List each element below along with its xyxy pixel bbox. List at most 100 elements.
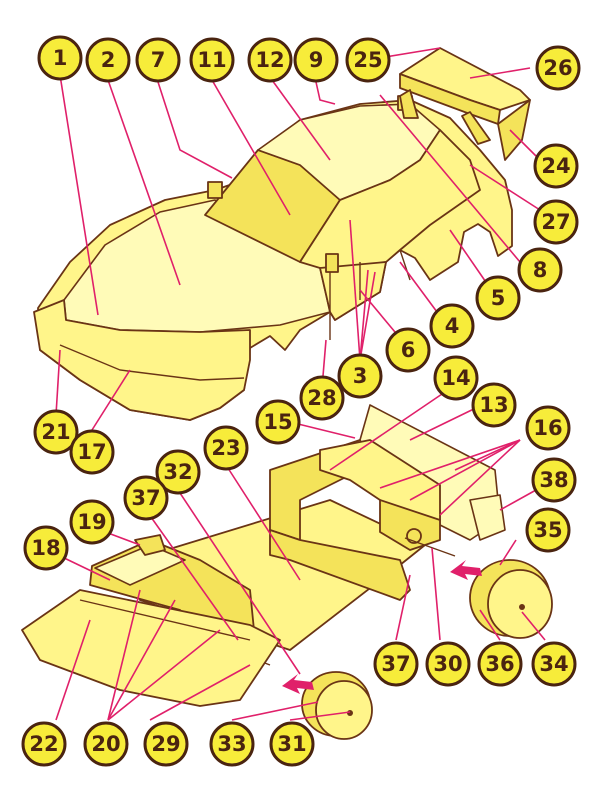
part-number-badge: 6 [385, 327, 431, 373]
badge-circle [33, 409, 79, 455]
rear-wheel [469, 559, 553, 639]
badge-circle [37, 35, 83, 81]
assembly-arrow [450, 560, 482, 580]
badge-number: 2 [101, 48, 116, 72]
part-number-badge: 4 [429, 303, 475, 349]
badge-number: 28 [307, 386, 336, 410]
badge-circle [299, 375, 345, 421]
badge-circle [475, 275, 521, 321]
badge-number: 33 [217, 732, 246, 756]
badge-circle [531, 457, 577, 503]
part-number-badge: 5 [475, 275, 521, 321]
badge-number: 35 [533, 518, 562, 542]
leader-lines [55, 47, 546, 721]
badge-number: 19 [77, 510, 106, 534]
badge-number: 29 [151, 732, 180, 756]
body-tab [325, 253, 339, 273]
part-number-badge: 1 [37, 35, 83, 81]
badge-number: 9 [309, 48, 324, 72]
badge-circle [345, 37, 391, 83]
badge-number: 5 [491, 286, 506, 310]
badge-circle [425, 641, 471, 687]
badge-number: 22 [29, 732, 58, 756]
part-number-badge: 38 [531, 457, 577, 503]
part-number-badge: 33 [209, 721, 255, 767]
badge-number: 15 [263, 410, 292, 434]
front-bumper [33, 299, 251, 421]
badge-circle [525, 405, 571, 451]
badge-number: 38 [539, 468, 568, 492]
badge-circle [203, 425, 249, 471]
part-number-badge: 2 [85, 37, 131, 83]
part-number-badge: 15 [255, 399, 301, 445]
badge-circle [517, 247, 563, 293]
badge-circle [337, 353, 383, 399]
badge-number: 3 [353, 364, 368, 388]
axle-mount [469, 494, 506, 541]
part-number-badge: 18 [23, 525, 69, 571]
part-number-badge: 7 [135, 37, 181, 83]
part-number-badge: 16 [525, 405, 571, 451]
badge-circle [83, 721, 129, 767]
part-number-badge: 26 [535, 45, 581, 91]
badge-circle [143, 721, 189, 767]
part-number-badge: 12 [247, 37, 293, 83]
part-number-badge: 11 [189, 37, 235, 83]
rear-spoiler [399, 47, 531, 161]
badge-number: 18 [31, 536, 60, 560]
part-number-badge: 25 [345, 37, 391, 83]
badge-number: 12 [255, 48, 284, 72]
spoiler-strut [399, 89, 419, 119]
part-number-badge: 9 [293, 37, 339, 83]
badge-circle [255, 399, 301, 445]
part-number-badge: 21 [33, 409, 79, 455]
badge-number: 30 [433, 652, 462, 676]
badge-number: 31 [277, 732, 306, 756]
badge-circle [293, 37, 339, 83]
badge-number: 13 [479, 393, 508, 417]
part-number-badge: 36 [477, 641, 523, 687]
part-number-badge: 3 [337, 353, 383, 399]
badge-circle [533, 199, 579, 245]
spoiler-endplate [497, 99, 531, 161]
badge-circle [189, 37, 235, 83]
part-number-badge: 19 [69, 499, 115, 545]
badge-number: 34 [539, 652, 568, 676]
badge-circle [69, 429, 115, 475]
part-number-badge: 35 [525, 507, 571, 553]
badge-circle [433, 355, 479, 401]
badge-circle [269, 721, 315, 767]
part-number-badge: 20 [83, 721, 129, 767]
badge-number: 37 [131, 486, 160, 510]
badge-circle [535, 45, 581, 91]
badge-number: 14 [441, 366, 470, 390]
badge-number: 6 [401, 338, 416, 362]
badge-circle [477, 641, 523, 687]
part-number-badge: 31 [269, 721, 315, 767]
badge-number: 8 [533, 258, 548, 282]
part-number-badge: 28 [299, 375, 345, 421]
assembly-arrow [282, 674, 314, 694]
badge-number: 37 [381, 652, 410, 676]
front-wheel [301, 671, 373, 740]
side-panel [319, 261, 387, 321]
badge-circle [21, 721, 67, 767]
subframe-tab [134, 534, 166, 556]
badge-circle [373, 641, 419, 687]
part-number-badge: 37 [123, 475, 169, 521]
part-number-badge: 30 [425, 641, 471, 687]
part-number-badge: 32 [155, 449, 201, 495]
badge-circle [471, 382, 517, 428]
badge-circle [135, 37, 181, 83]
spoiler-strut [461, 111, 491, 145]
part-number-badge: 37 [373, 641, 419, 687]
part-number-badge: 17 [69, 429, 115, 475]
badge-number: 1 [53, 46, 68, 70]
car-body [33, 95, 513, 421]
part-number-badge: 13 [471, 382, 517, 428]
badge-number: 23 [211, 436, 240, 460]
badge-circle [155, 449, 201, 495]
front-subframe-top [94, 544, 186, 586]
